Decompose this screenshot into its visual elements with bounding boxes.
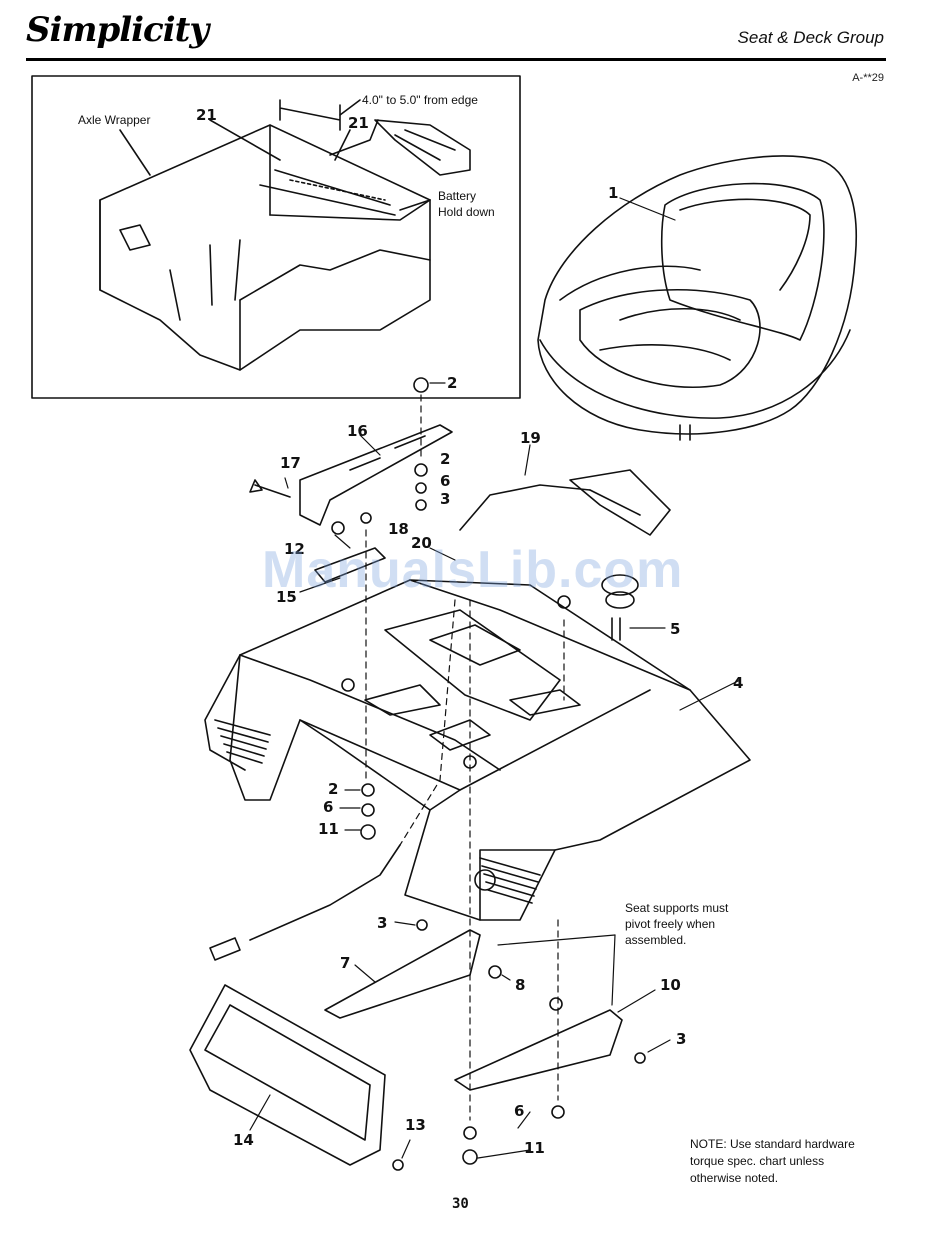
hardware-note-line3: otherwise noted. xyxy=(690,1170,910,1187)
hardware-note: NOTE: Use standard hardware torque spec.… xyxy=(690,1136,910,1187)
dimension-marker xyxy=(280,100,340,130)
bolt-part-17 xyxy=(250,480,290,497)
page-number: 30 xyxy=(452,1196,469,1212)
callout-3-right: 3 xyxy=(676,1030,686,1048)
dimension-leader xyxy=(340,100,360,115)
callout-2-mid: 2 xyxy=(440,450,450,468)
harness-cable xyxy=(210,845,400,960)
hardware-note-line2: torque spec. chart unless xyxy=(690,1153,910,1170)
callout-2-low: 2 xyxy=(328,780,338,798)
callout-21-leader-b xyxy=(335,130,350,160)
seat-support-note-line1: Seat supports must xyxy=(625,901,729,915)
bracket-part-16 xyxy=(300,425,452,525)
dimension-label: 4.0" to 5.0" from edge xyxy=(362,93,478,107)
callout-19: 19 xyxy=(520,429,541,447)
callout-5: 5 xyxy=(670,620,680,638)
callout-7: 7 xyxy=(340,954,350,972)
seat-support-part-7 xyxy=(325,930,480,1018)
callout-6-top: 6 xyxy=(440,472,450,490)
callout-10: 10 xyxy=(660,976,681,994)
callout-18: 18 xyxy=(388,520,409,538)
seat-part-1 xyxy=(538,156,856,440)
battery-leader xyxy=(400,200,430,210)
callout-inset-21a: 21 xyxy=(196,106,217,124)
callout-17: 17 xyxy=(280,454,301,472)
battery-label-line2: Hold down xyxy=(438,205,495,219)
callout-16: 16 xyxy=(347,422,368,440)
axle-wrapper-label: Axle Wrapper xyxy=(78,113,150,127)
callout-11-bottom: 11 xyxy=(524,1139,545,1157)
fender-deck-part-4 xyxy=(205,580,750,920)
battery-label-line1: Battery xyxy=(438,189,476,203)
callout-inset-21b: 21 xyxy=(348,114,369,132)
callout-13: 13 xyxy=(405,1116,426,1134)
watermark-text: ManualsLib.com xyxy=(262,540,683,600)
callout-6-bottom: 6 xyxy=(514,1102,524,1120)
callout-3-top: 3 xyxy=(440,490,450,508)
seat-support-part-10 xyxy=(455,1010,622,1090)
callout-6-low: 6 xyxy=(323,798,333,816)
seat-support-note-line3: assembled. xyxy=(625,933,686,947)
axle-wrapper-leader xyxy=(120,130,150,175)
switch-cable-part-19 xyxy=(460,470,670,535)
callout-11-low: 11 xyxy=(318,820,339,838)
callout-1: 1 xyxy=(608,184,618,202)
callout-4: 4 xyxy=(733,674,743,692)
callout-leaders xyxy=(250,198,740,1158)
callout-14: 14 xyxy=(233,1131,254,1149)
callout-8: 8 xyxy=(515,976,525,994)
hardware-note-line1: NOTE: Use standard hardware xyxy=(690,1136,910,1153)
axle-wrapper-drawing xyxy=(100,125,430,370)
seat-support-note-line2: pivot freely when xyxy=(625,917,715,931)
callout-2-top: 2 xyxy=(447,374,457,392)
callout-3-mid: 3 xyxy=(377,914,387,932)
